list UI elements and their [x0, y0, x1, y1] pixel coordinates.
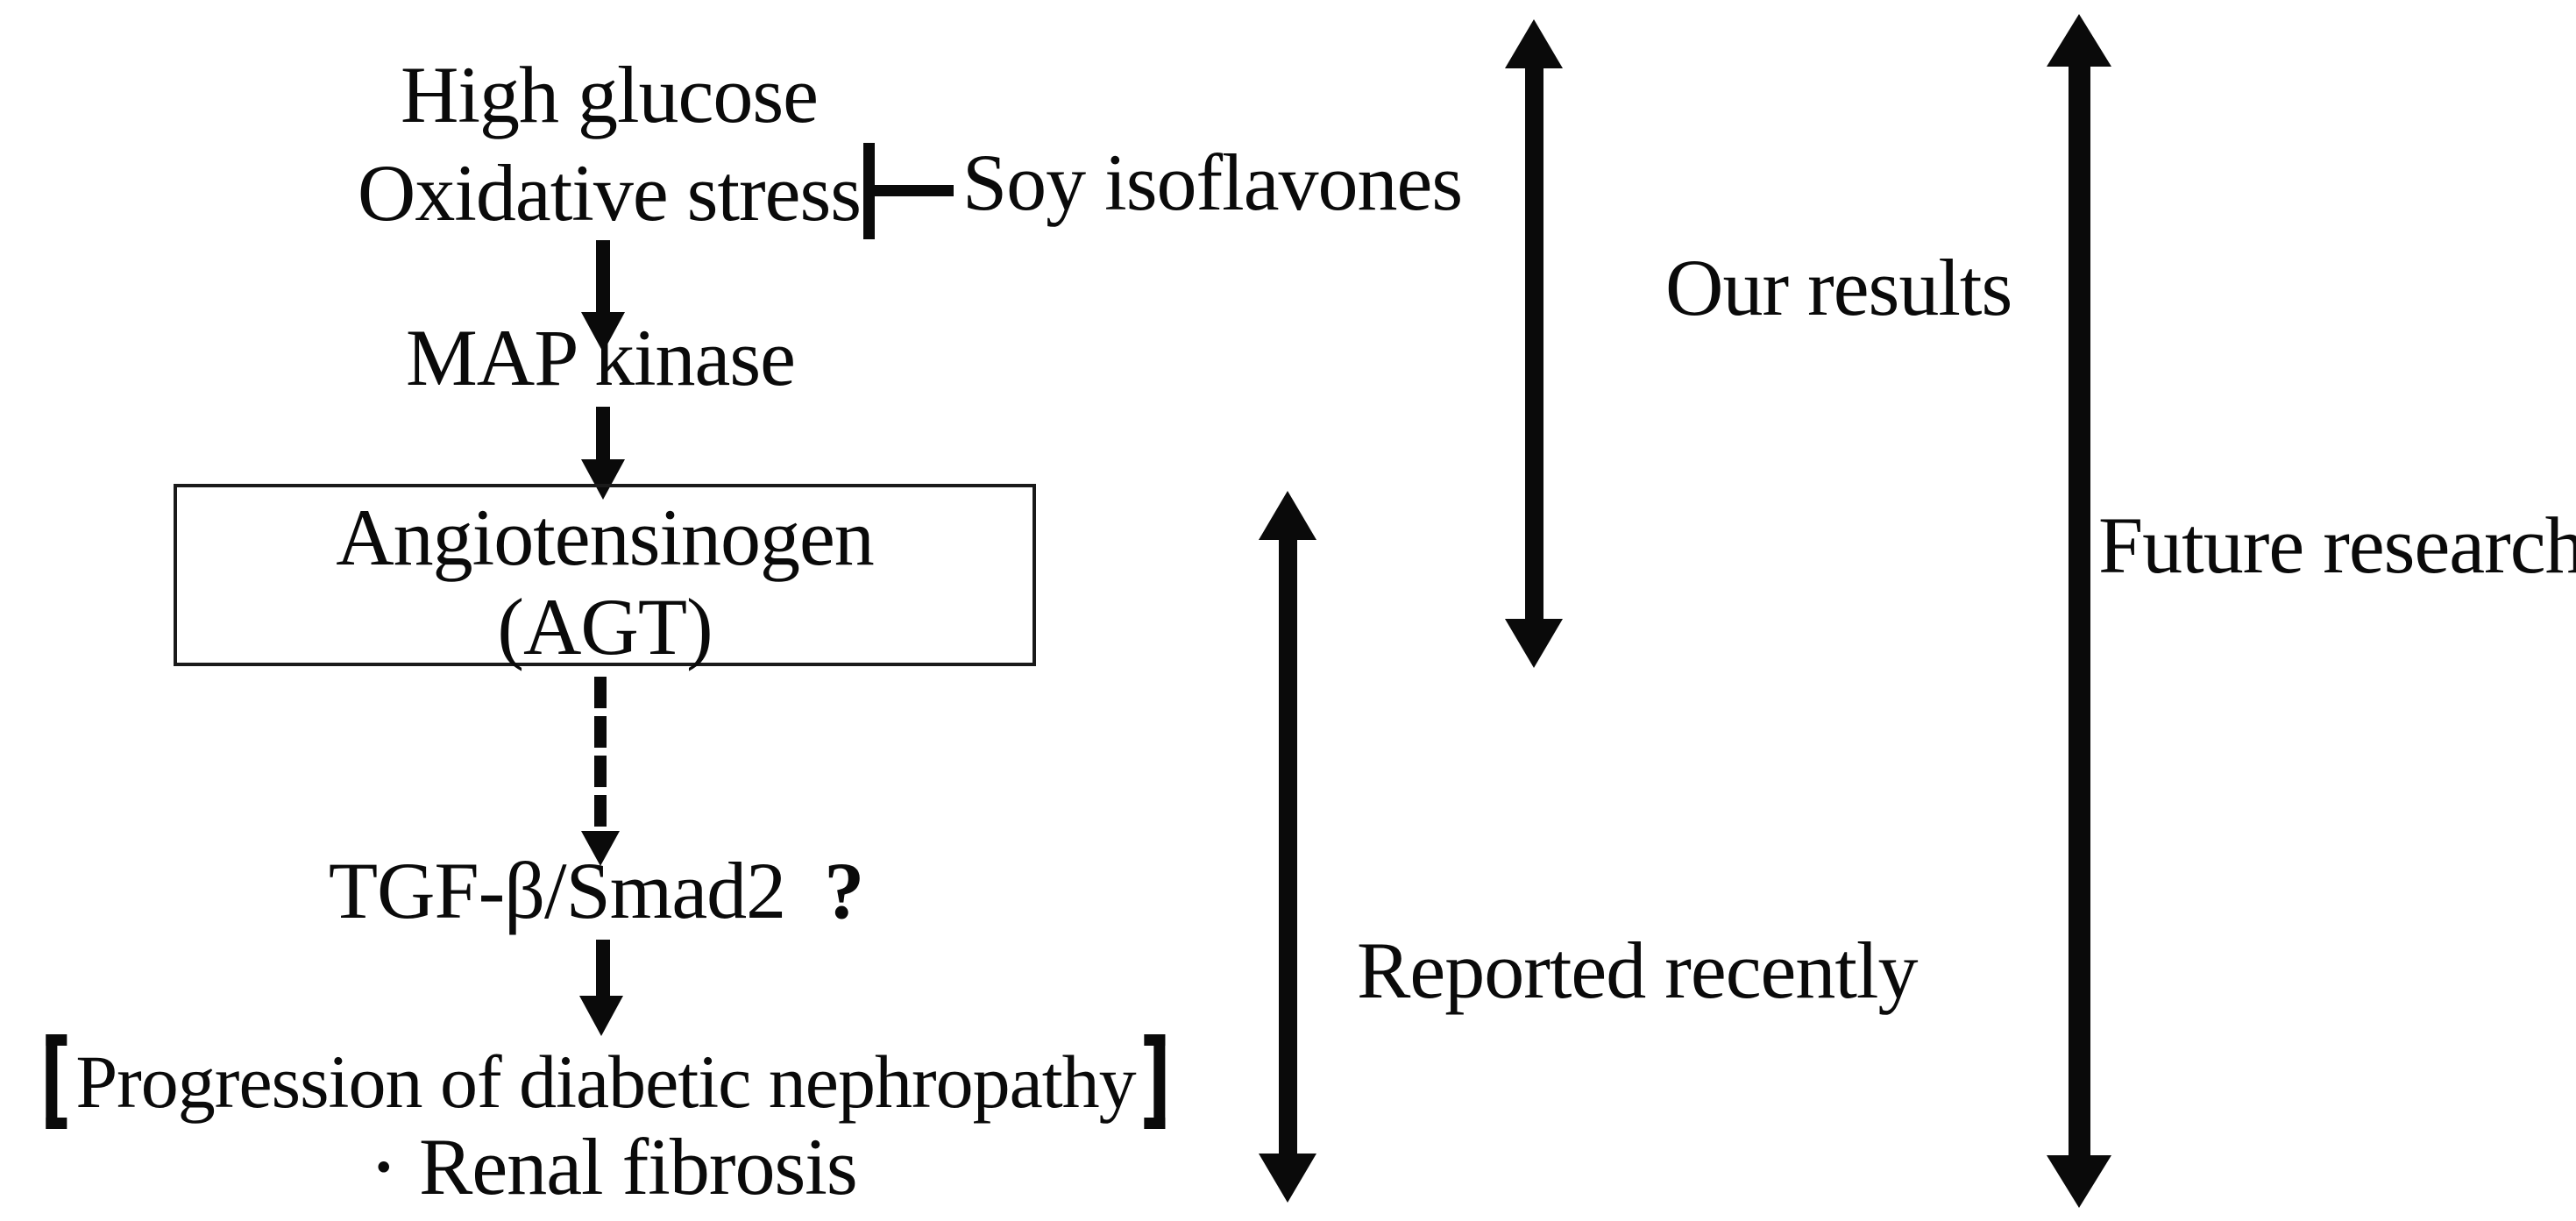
- high-glucose-text: High glucose: [400, 50, 819, 139]
- right-lenticular-bracket-icon: [1144, 1034, 1166, 1129]
- future-research-arrow-shaft: [2069, 61, 2090, 1159]
- reported-recently-arrow-shaft: [1279, 536, 1297, 1159]
- reported-recently-arrow-bottom-head-icon: [1259, 1154, 1316, 1203]
- angiotensinogen-text: Angiotensinogen: [336, 493, 875, 582]
- arrow-mapkinase-to-agt-shaft: [596, 407, 610, 463]
- tgf-smad2-text: TGF-β/Smad2: [328, 846, 786, 935]
- tgf-smad2-label: TGF-β/Smad2?: [329, 850, 864, 931]
- progression-text: Progression of diabetic nephropathy: [75, 1040, 1136, 1124]
- arrow-stress-to-mapkinase-head-icon: [581, 312, 625, 352]
- reported-recently-arrow-top-head-icon: [1259, 491, 1316, 540]
- future-research-arrow-bottom-head-icon: [2047, 1155, 2111, 1208]
- dashed-arrow-segment: [594, 756, 607, 787]
- agt-abbrev-text: (AGT): [497, 582, 713, 671]
- our-results-arrow-top-head-icon: [1505, 19, 1563, 68]
- inhibition-tbar-horizontal-icon: [873, 185, 954, 196]
- renal-fibrosis-item: ·Renal fibrosis: [368, 1120, 857, 1213]
- arrow-tgf-to-outcome-head-icon: [579, 996, 623, 1036]
- map-kinase-label: MAP kinase: [405, 313, 796, 402]
- question-mark-text: ?: [824, 846, 864, 935]
- dashed-arrow-head-icon: [581, 831, 620, 866]
- our-results-arrow-bottom-head-icon: [1505, 619, 1563, 668]
- future-research-label: Future research: [2098, 500, 2576, 590]
- stimulus-label: High glucose Oxidative stress: [357, 46, 862, 242]
- dashed-arrow-segment: [594, 716, 607, 748]
- our-results-label: Our results: [1665, 243, 2012, 332]
- oxidative-stress-text: Oxidative stress: [357, 148, 862, 238]
- outcome-label: Progression of diabetic nephropathy: [46, 1033, 1166, 1131]
- left-lenticular-bracket-icon: [46, 1034, 67, 1129]
- our-results-arrow-shaft: [1525, 63, 1543, 624]
- dashed-arrow-segment: [594, 677, 607, 708]
- reported-recently-label: Reported recently: [1357, 926, 1918, 1015]
- angiotensinogen-box: Angiotensinogen (AGT): [174, 484, 1036, 671]
- arrow-tgf-to-outcome-shaft: [596, 940, 610, 999]
- future-research-arrow-top-head-icon: [2047, 14, 2111, 67]
- arrow-mapkinase-to-agt-head-icon: [581, 459, 625, 500]
- arrow-stress-to-mapkinase-shaft: [596, 240, 610, 316]
- soy-isoflavones-label: Soy isoflavones: [962, 138, 1463, 227]
- bullet-icon: ·: [368, 1115, 399, 1218]
- inhibition-tbar-vertical-icon: [863, 143, 875, 239]
- dashed-arrow-segment: [594, 795, 607, 827]
- renal-fibrosis-text: Renal fibrosis: [419, 1122, 858, 1211]
